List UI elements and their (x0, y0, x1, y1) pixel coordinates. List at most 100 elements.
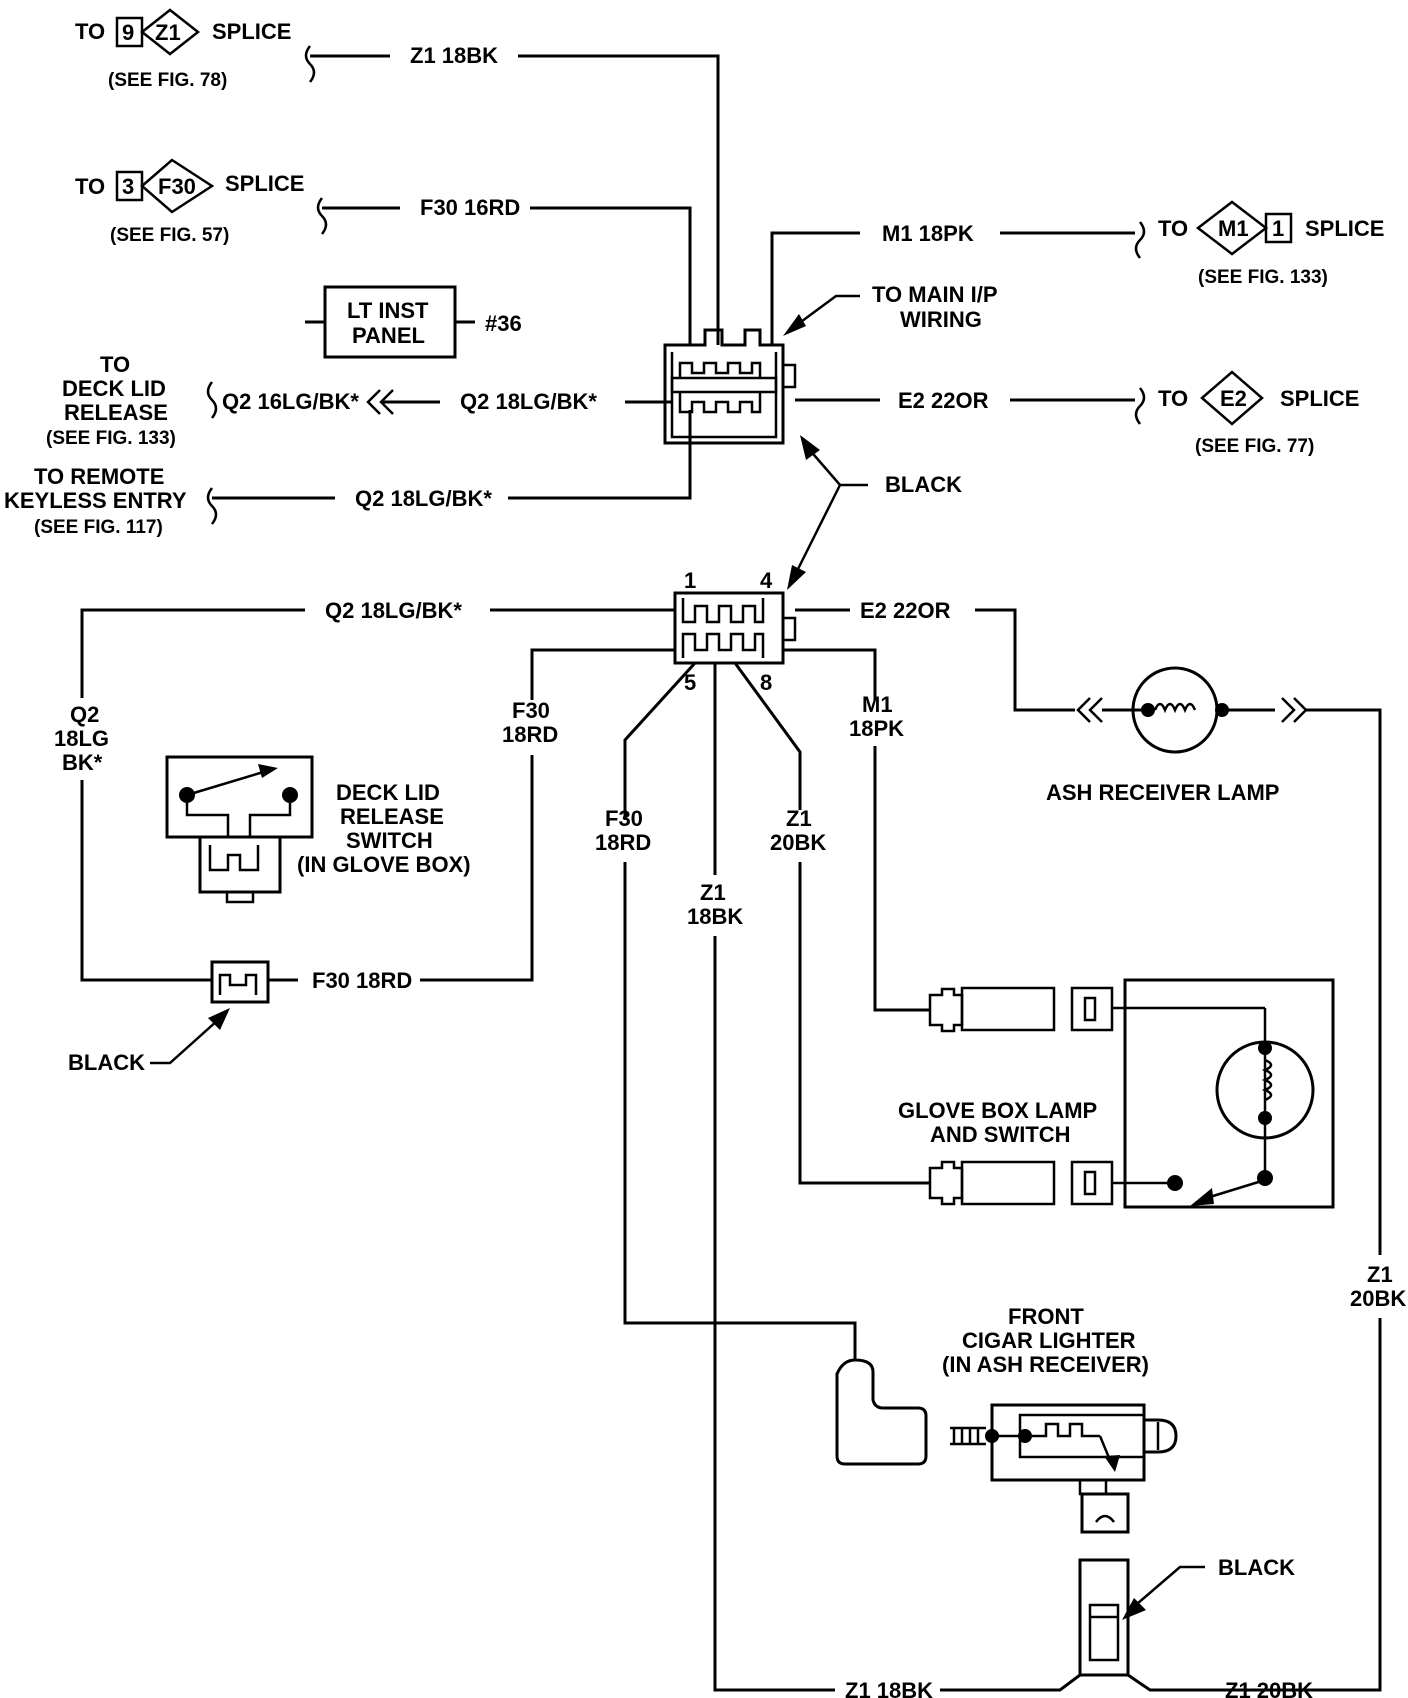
svg-text:PANEL: PANEL (352, 323, 425, 348)
wire-m1-18pk-glove (873, 746, 930, 1012)
splice-label: SPLICE (212, 19, 291, 44)
to-label: TO (75, 19, 105, 44)
upper-connector (663, 328, 797, 445)
connector-color-label: BLACK (1218, 1555, 1295, 1580)
wire-label-q2-16lgbk: Q2 16LG/BK* (222, 389, 359, 414)
splice-number: 3 (122, 174, 134, 199)
leader-line (789, 294, 860, 332)
wire-z1-18bk-center (713, 936, 835, 1692)
svg-text:M1: M1 (862, 692, 893, 717)
wire-break-symbol (316, 197, 328, 235)
wire-label-q2-18lgbk-low: Q2 18LG/BK* (325, 598, 462, 623)
ash-receiver-lamp (1131, 666, 1229, 754)
wire-label-z1-18bk: Z1 18BK (410, 43, 498, 68)
splice-label: SPLICE (225, 171, 304, 196)
svg-text:AND SWITCH: AND SWITCH (930, 1122, 1071, 1147)
circuit-number: #36 (485, 311, 522, 336)
wire-z1-20bk-glove (798, 862, 930, 1185)
f30-splice-reference: TO 3 F30 SPLICE (SEE FIG. 57) (75, 158, 304, 246)
wire-q2-low (80, 608, 305, 698)
svg-text:SPLICE: SPLICE (1280, 386, 1359, 411)
svg-text:20BK: 20BK (770, 830, 826, 855)
lower-connector (673, 591, 797, 665)
wire-f30-to-cigar (623, 862, 857, 1360)
lt-inst-panel-box: LT INST PANEL #36 (305, 285, 522, 359)
pin-number-1: 1 (684, 568, 696, 593)
pin-number-8: 8 (760, 670, 772, 695)
glove-box-terminals (928, 986, 1114, 1206)
black-inline-connector (210, 960, 270, 1004)
splice-code: M1 (1218, 216, 1249, 241)
arrowhead (787, 565, 806, 590)
arrowhead (783, 314, 806, 336)
wire-label-m1-18pk: M1 18PK (882, 221, 974, 246)
main-ip-label: TO MAIN I/P (872, 282, 998, 307)
svg-text:18BK: 18BK (687, 904, 743, 929)
svg-text:RELEASE: RELEASE (64, 400, 168, 425)
arrowhead (800, 435, 820, 460)
wire-f30-18rd-left (420, 755, 534, 982)
svg-text:Z1: Z1 (700, 880, 726, 905)
wire-break-symbol (206, 487, 218, 525)
wire-e2-low (975, 608, 1075, 712)
to-label: TO (75, 174, 105, 199)
svg-text:TO: TO (1158, 386, 1188, 411)
wire-label-z1-18bk-bottom: Z1 18BK (845, 1678, 933, 1698)
wire-label-z1-20bk-bottom: Z1 20BK (1225, 1678, 1313, 1698)
svg-text:F30: F30 (605, 806, 643, 831)
svg-text:DECK LID: DECK LID (62, 376, 166, 401)
connector-color-label: BLACK (885, 472, 962, 497)
wire-break-symbol (206, 381, 218, 419)
svg-text:BK*: BK* (62, 750, 103, 775)
deck-lid-release-reference: TO DECK LID RELEASE (SEE FIG. 133) (46, 352, 176, 449)
wire-label-f30-18rd: F30 18RD (312, 968, 412, 993)
cigar-lighter-label: FRONT (1008, 1304, 1084, 1329)
e2-splice-reference: TO E2 SPLICE (SEE FIG. 77) (1158, 370, 1359, 457)
splice-number: 9 (122, 20, 134, 45)
wire-label-e2-22or-low: E2 22OR (860, 598, 951, 623)
svg-text:SPLICE: SPLICE (1305, 216, 1384, 241)
deck-lid-release-switch (165, 755, 314, 904)
wire-z1-20bk-right (1306, 708, 1382, 1255)
ground-connector (1078, 1558, 1130, 1677)
svg-text:(SEE FIG. 133): (SEE FIG. 133) (46, 428, 176, 449)
svg-text:CIGAR LIGHTER: CIGAR LIGHTER (962, 1328, 1136, 1353)
glove-box-lamp-and-switch (1112, 978, 1335, 1209)
see-fig-reference: (SEE FIG. 78) (108, 70, 227, 91)
svg-text:18LG: 18LG (54, 726, 109, 751)
pin-number-4: 4 (760, 568, 773, 593)
wire-m1-18pk-top (770, 231, 860, 345)
splice-number: 1 (1272, 216, 1284, 241)
svg-text:18RD: 18RD (595, 830, 651, 855)
wire-break-symbol (304, 45, 316, 83)
wire-f30-16rd (530, 206, 692, 345)
ash-receiver-lamp-label: ASH RECEIVER LAMP (1046, 780, 1279, 805)
see-fig-reference: (SEE FIG. 133) (1198, 267, 1328, 288)
svg-text:TO: TO (1158, 216, 1188, 241)
wire-break-symbol (1134, 221, 1146, 259)
pin-number-5: 5 (684, 670, 696, 695)
svg-text:20BK: 20BK (1350, 1286, 1406, 1311)
wire-label-q2-18lgbk-remote: Q2 18LG/BK* (355, 486, 492, 511)
splice-code: Z1 (155, 20, 181, 45)
splice-code: F30 (158, 174, 196, 199)
svg-text:Z1: Z1 (1367, 1262, 1393, 1287)
m1-splice-reference: TO M1 1 SPLICE (SEE FIG. 133) (1158, 200, 1384, 288)
deck-switch-label: DECK LID (336, 780, 440, 805)
wire-label-f30-16rd: F30 16RD (420, 195, 520, 220)
wire-label-e2-22or: E2 22OR (898, 388, 989, 413)
svg-text:KEYLESS ENTRY: KEYLESS ENTRY (4, 488, 187, 513)
svg-text:TO: TO (100, 352, 130, 377)
svg-text:18RD: 18RD (502, 722, 558, 747)
svg-text:18PK: 18PK (849, 716, 904, 741)
wire-break-symbol (1134, 387, 1146, 425)
wire-z1-18bk-top (518, 54, 720, 345)
wire-label-q2-18lgbk: Q2 18LG/BK* (460, 389, 597, 414)
svg-text:(IN GLOVE BOX): (IN GLOVE BOX) (297, 852, 471, 877)
splice-code: E2 (1220, 386, 1247, 411)
z1-splice-reference: TO 9 Z1 SPLICE (SEE FIG. 78) (75, 8, 291, 91)
see-fig-reference: (SEE FIG. 57) (110, 225, 229, 246)
svg-text:TO REMOTE: TO REMOTE (34, 464, 164, 489)
see-fig-reference: (SEE FIG. 77) (1195, 436, 1314, 457)
